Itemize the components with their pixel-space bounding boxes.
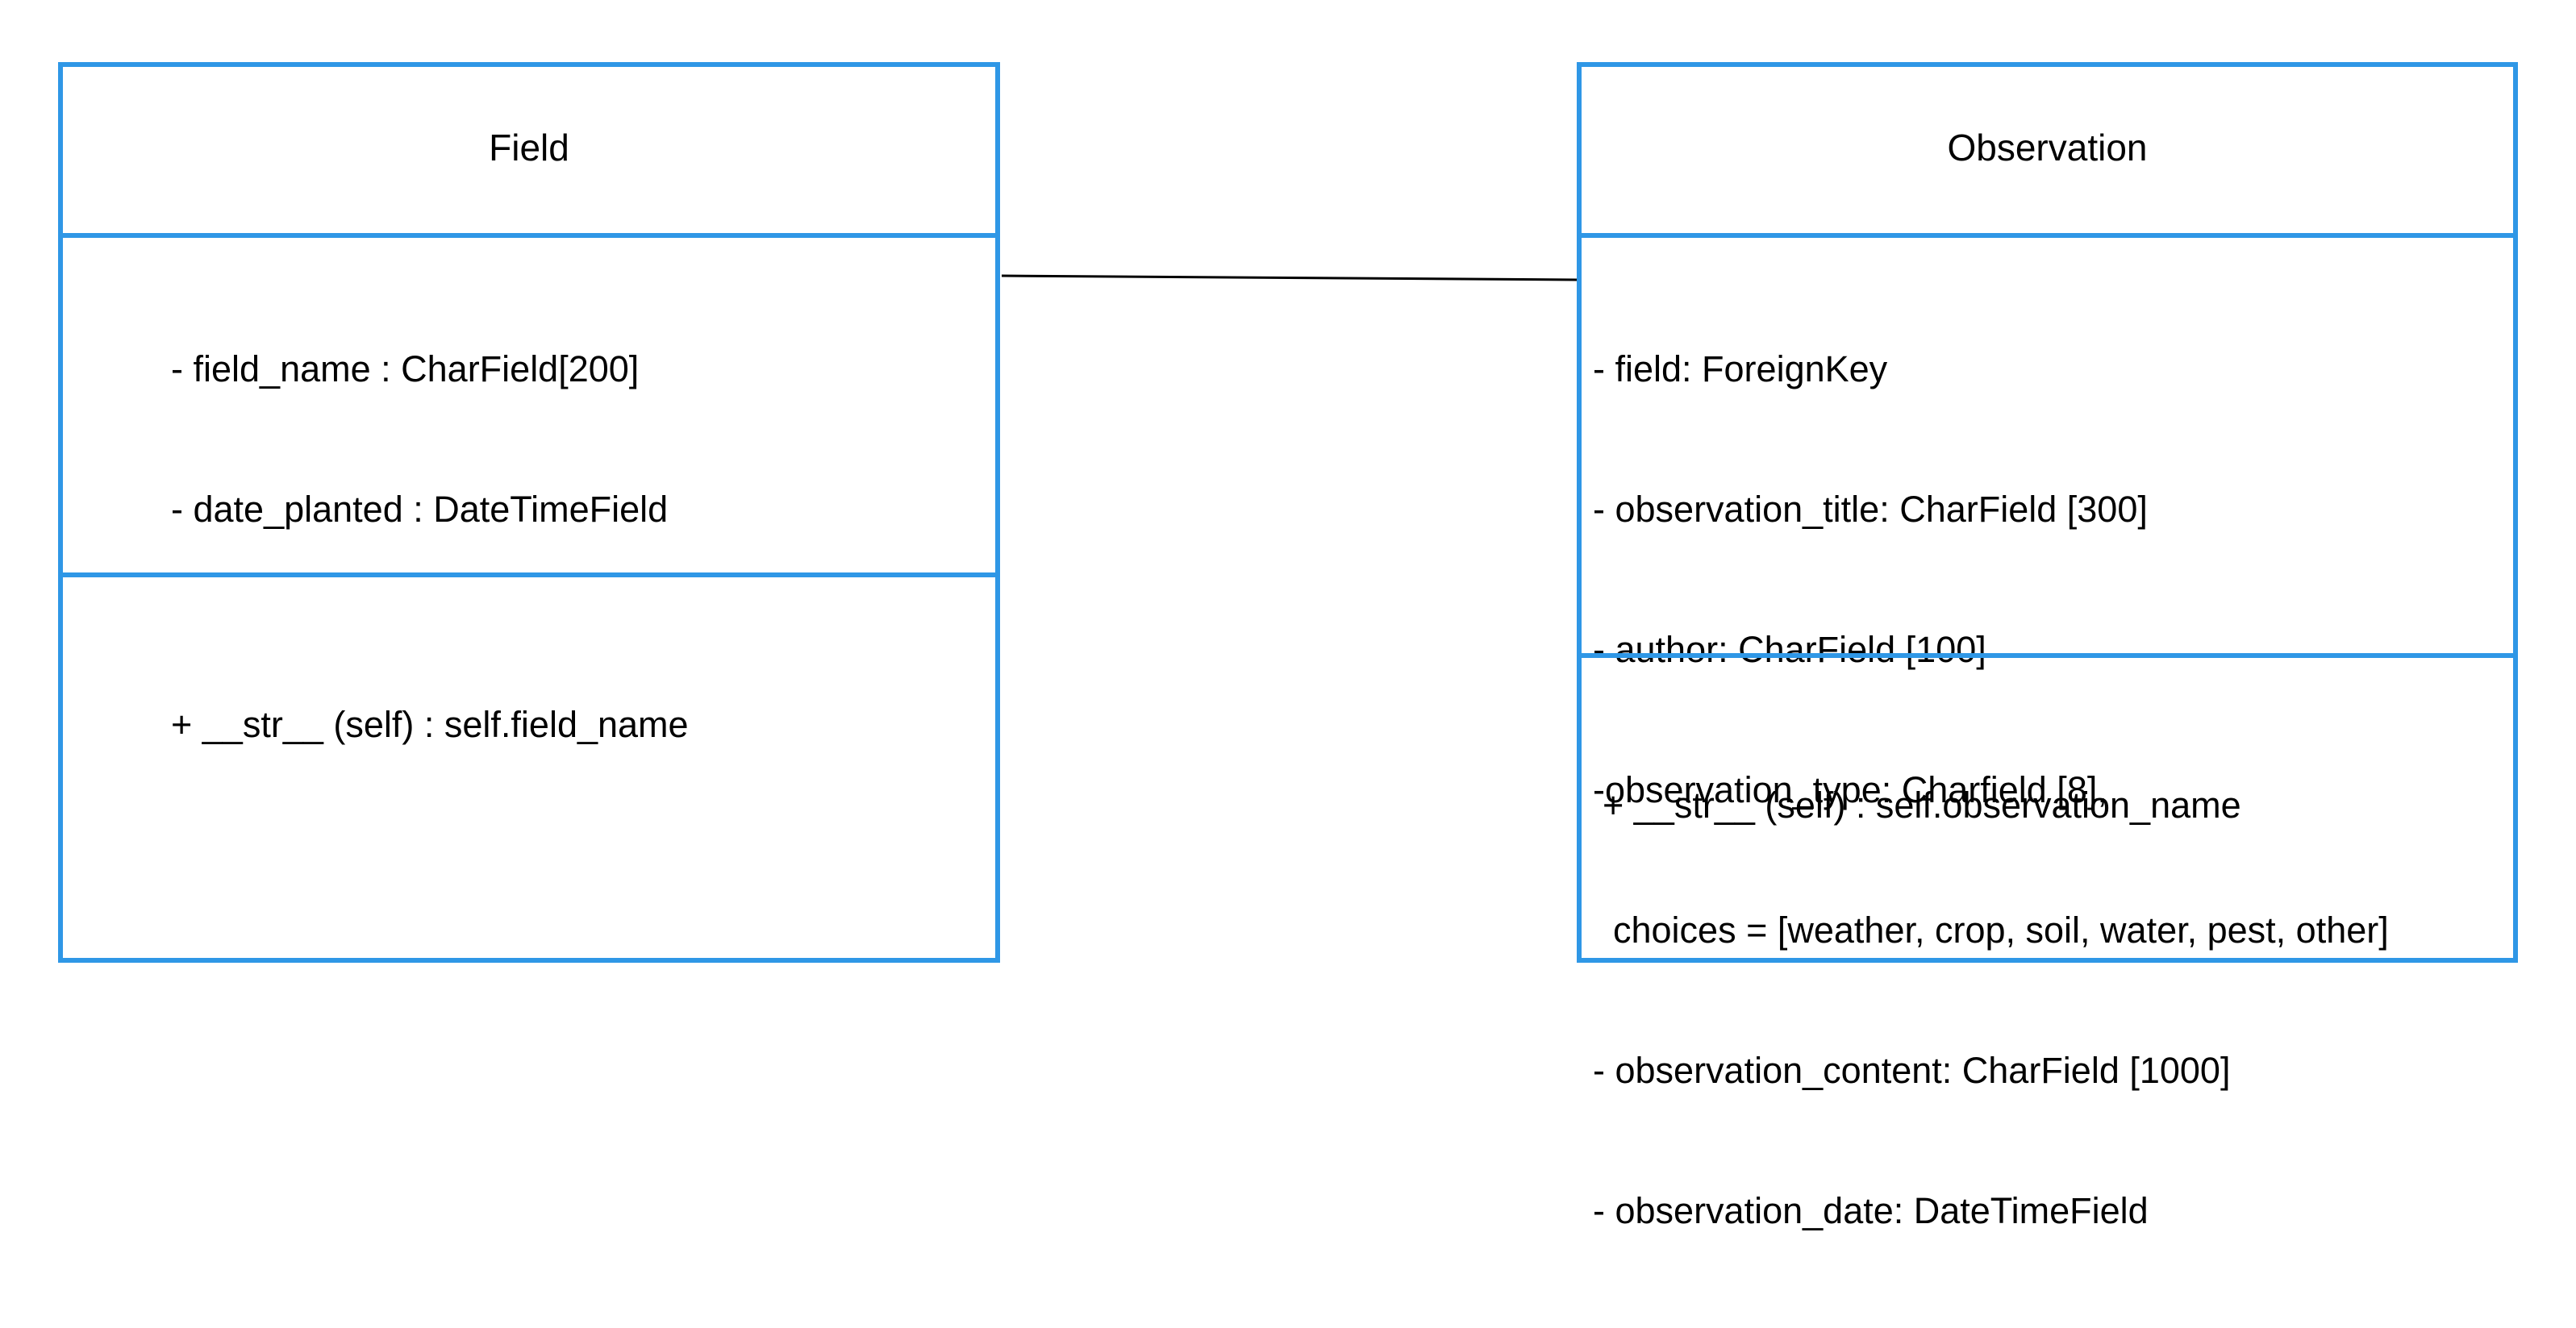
- attribute-item: -observation_type: Charfield [8],: [1593, 769, 2107, 810]
- attributes-section-observation: - field: ForeignKey - observation_title:…: [1582, 233, 2513, 1231]
- attribute-item: - observation_date: DateTimeField: [1593, 1190, 2149, 1231]
- attribute-item: - observation_title: CharField [300]: [1593, 489, 2148, 530]
- attribute-item: choices = [weather, crop, soil, water, p…: [1593, 910, 2389, 951]
- method-item: + __str__ (self) : self.observation_name: [1603, 785, 2241, 826]
- class-name-observation: Observation: [1947, 127, 2148, 169]
- class-name-field: Field: [489, 127, 569, 169]
- class-box-observation[interactable]: Observation - field: ForeignKey - observ…: [1577, 62, 2518, 1231]
- attributes-section-field: - field_name : CharField[200] - date_pla…: [63, 233, 995, 572]
- class-box-field[interactable]: Field - field_name : CharField[200] - da…: [58, 62, 1000, 963]
- methods-section-observation: + __str__ (self) : self.observation_name: [1582, 653, 2513, 958]
- attributes-list-field: - field_name : CharField[200] - date_pla…: [171, 252, 668, 627]
- class-header-field: Field: [63, 67, 995, 233]
- attribute-item: - observation_content: CharField [1000]: [1593, 1050, 2231, 1091]
- methods-list-field: + __str__ (self) : self.field_name: [171, 608, 689, 842]
- association-line: [1001, 274, 1578, 281]
- attribute-item: - field_name : CharField[200]: [171, 348, 640, 389]
- methods-list-observation: + __str__ (self) : self.observation_name: [1603, 689, 2241, 922]
- class-header-observation: Observation: [1582, 67, 2513, 233]
- method-item: + __str__ (self) : self.field_name: [171, 704, 689, 745]
- attribute-item: - author: CharField [100]: [1593, 629, 1986, 670]
- attributes-list-observation: - field: ForeignKey - observation_title:…: [1593, 252, 2389, 1328]
- attribute-item: - date_planted : DateTimeField: [171, 489, 669, 530]
- methods-section-field: + __str__ (self) : self.field_name: [63, 572, 995, 958]
- attribute-item: - field: ForeignKey: [1593, 348, 1888, 389]
